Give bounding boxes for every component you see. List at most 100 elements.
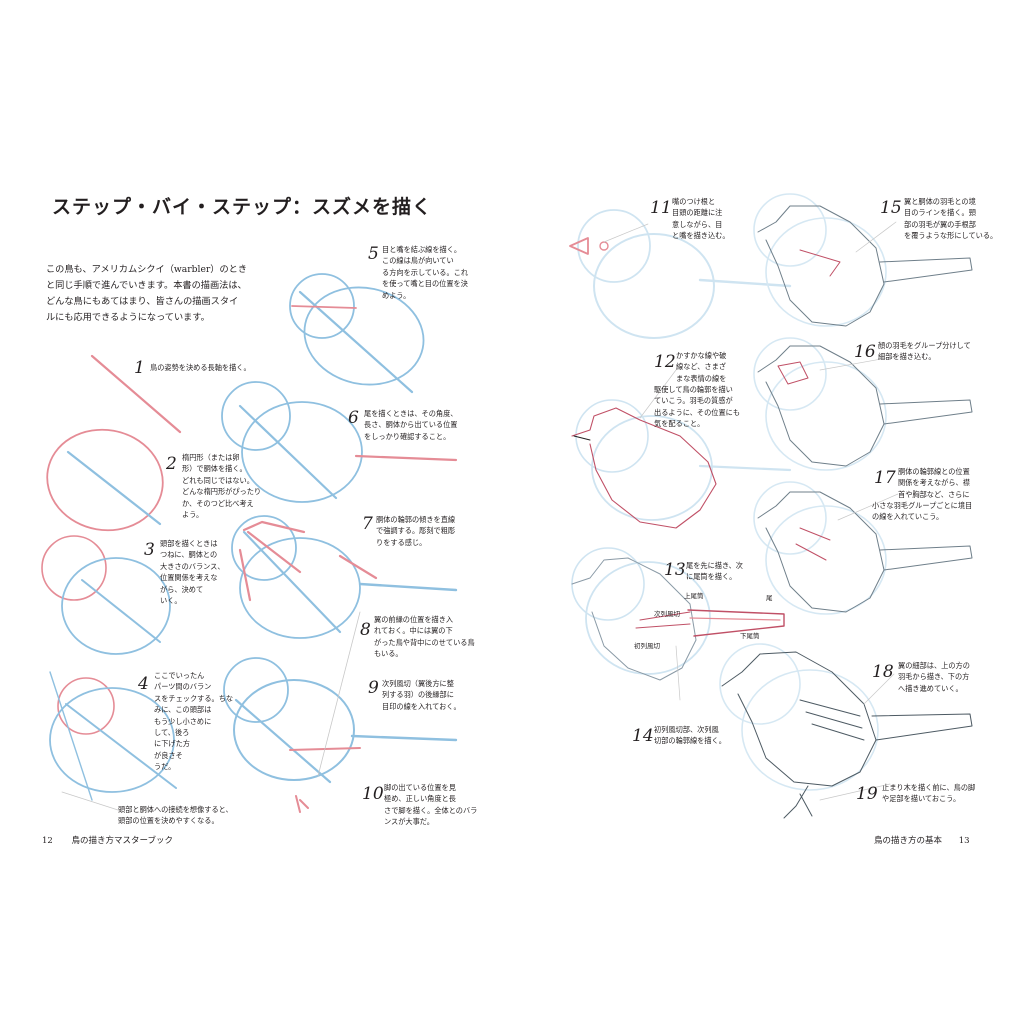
step-text: 楕円形（または卵 <box>182 453 240 462</box>
step-text: 羽毛から描き、下の方 <box>898 672 970 682</box>
step-number: 12 <box>654 352 676 372</box>
step-text: に下げた方 <box>154 739 190 749</box>
step-13-sketch <box>571 547 785 681</box>
step-number: 19 <box>856 784 878 804</box>
step-text: や足部を描いておこう。 <box>882 794 961 804</box>
step-text: いく。 <box>160 596 182 606</box>
step-18-bird <box>719 643 973 819</box>
label-lower-tail-coverts: 下尾筒 <box>740 632 760 640</box>
intro-text: この鳥も、アメリカムシクイ（warbler）のとき と同じ手順で進んでいきます。… <box>46 262 284 326</box>
step-number: 17 <box>874 468 896 488</box>
step-text: と嘴を描き込む。 <box>672 231 730 241</box>
step-text: 翼の細部は、上の方の <box>898 661 970 670</box>
step-text: まな表情の線を <box>676 373 727 383</box>
page-title: ステップ・バイ・ステップ：スズメを描く <box>52 196 433 218</box>
step-text: がら、決めて <box>160 584 204 594</box>
step-17-bird <box>753 481 973 615</box>
step-text: 鳥の姿勢を決める長軸を描く。 <box>150 363 251 372</box>
step-text: 次列風切（翼後方に整 <box>382 679 454 688</box>
step-number: 13 <box>664 560 686 580</box>
step-text: めよう。 <box>382 290 411 300</box>
step-text: 顔の羽毛をグループ分けして <box>878 341 971 350</box>
step-text: よう。 <box>182 510 204 520</box>
step-text: 翼の前縁の位置を描き入 <box>374 615 454 624</box>
step-6-sketch <box>221 381 458 503</box>
step-text: 意しながら、目 <box>672 219 723 229</box>
step-text: 切部の輪郭線を描く。 <box>654 736 726 746</box>
step-text: この線は鳥が向いてい <box>382 256 454 266</box>
step-text: みに、この頭部は <box>154 705 212 715</box>
step-number: 11 <box>650 198 672 218</box>
step-text: スをチェックする。ちな <box>154 693 234 703</box>
step-number: 8 <box>360 620 371 640</box>
step-text: 止まり木を描く前に、鳥の脚 <box>882 783 976 792</box>
step-text: 首や胸部など、さらに <box>898 489 970 499</box>
step-text: して、後ろ <box>154 728 190 738</box>
label-tail: 尾 <box>766 594 773 602</box>
intro-line: ルにも応用できるようになっています。 <box>46 312 210 323</box>
step-text: どんな楕円形がぴったり <box>182 487 262 497</box>
step-text: 尾を先に描き、次 <box>686 561 743 570</box>
foot-note-line: 頭部の位置を決めやすくなる。 <box>118 816 219 826</box>
step-text: ここでいったん <box>154 671 205 680</box>
step-text: 極め、正しい角度と長 <box>384 794 456 804</box>
step-text: 関係を考えながら、襟 <box>898 478 970 488</box>
step-text: がった鳥や背中にのせている鳥 <box>374 637 475 647</box>
step-text: 胴体の輪郭線との位置 <box>898 467 970 476</box>
step-12-sketch <box>571 399 792 529</box>
chapter-title: 鳥の描き方の基本 <box>874 836 943 846</box>
step-text: が良さそ <box>154 750 183 760</box>
step-number: 10 <box>362 784 384 804</box>
step-3-sketch <box>41 535 171 655</box>
step-text: 目と嘴を結ぶ線を描く。 <box>382 245 462 254</box>
step-4-sketch <box>49 671 177 811</box>
label-secondaries: 次列風切 <box>654 610 680 618</box>
step-number: 14 <box>632 726 654 746</box>
step-text: 列する羽）の後縁部に <box>382 690 454 700</box>
step-text: に尾筒を描く。 <box>686 572 737 582</box>
step-text: ンスが大事だ。 <box>384 817 434 827</box>
label-primaries: 初列風切 <box>634 642 660 650</box>
step-text: 初列風切部、次列風 <box>654 725 719 734</box>
step-text: 嘴のつけ根と <box>672 197 716 206</box>
step-text: をしっかり確認すること。 <box>364 431 451 441</box>
step-text: 目印の線を入れておく。 <box>382 701 461 711</box>
step-text: もう少し小さめに <box>154 716 212 726</box>
step-number: 5 <box>368 244 379 264</box>
step-text: 線など、さまざ <box>676 362 726 372</box>
step-text: かすかな線や破 <box>676 351 727 360</box>
step-7-sketch <box>231 515 458 639</box>
step-number: 3 <box>144 540 155 560</box>
step-text: うだ。 <box>154 762 176 772</box>
book-title: 鳥の描き方マスターブック <box>71 836 174 846</box>
step-text: る方向を示している。これ <box>382 267 469 277</box>
step-text: 形）で胴体を描く。 <box>182 464 247 474</box>
step-text: へ描き進めていく。 <box>898 683 963 693</box>
step-15-bird <box>753 193 973 327</box>
step-text: りをする感じ。 <box>376 537 427 547</box>
step-text: を使って嘴と目の位置を決 <box>382 279 468 289</box>
step-number: 7 <box>362 514 373 534</box>
step-text: れておく。中には翼の下 <box>374 626 453 636</box>
intro-line: と同じ手順で進んでいきます。本書の描画法は、 <box>46 280 247 291</box>
step-number: 4 <box>138 674 149 694</box>
step-text: 細部を描き込む。 <box>878 352 936 362</box>
intro-line: この鳥も、アメリカムシクイ（warbler）のとき <box>46 264 248 275</box>
step-text: の線を入れていこう。 <box>872 512 944 522</box>
step-text: どれも同じではない。 <box>182 475 254 485</box>
page-number-right: 13 <box>958 836 970 846</box>
footer-left: 12 鳥の描き方マスターブック <box>42 834 173 846</box>
step-number: 6 <box>348 408 359 428</box>
step-text: 翼と胴体の羽毛との境 <box>904 197 976 206</box>
step-number: 9 <box>368 678 379 698</box>
step-text: 位置関係を考えな <box>160 573 218 583</box>
step-5-sketch <box>289 273 425 394</box>
step-text: ていこう。羽毛の質感が <box>654 396 733 406</box>
step-text: もいる。 <box>374 649 403 659</box>
step-text: 小さな羽毛グループごとに境目 <box>872 501 973 510</box>
step-text: 胴体の輪郭の傾きを直線 <box>376 515 456 524</box>
step-8-sketch <box>223 611 458 813</box>
step-number: 15 <box>880 198 902 218</box>
footer-right: 鳥の描き方の基本 13 <box>874 834 970 846</box>
step-11-sketch <box>569 209 792 339</box>
